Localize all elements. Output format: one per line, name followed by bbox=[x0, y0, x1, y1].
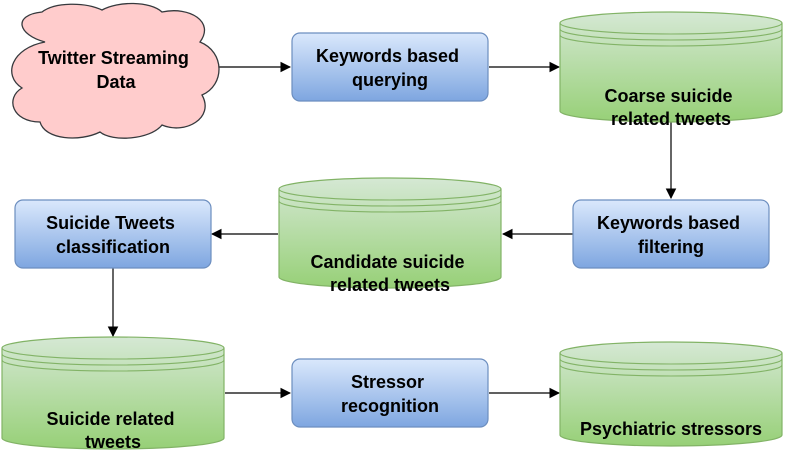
cylinder-top-rim bbox=[559, 22, 783, 35]
cylinder-ring bbox=[559, 358, 783, 371]
arrows bbox=[107, 61, 677, 399]
suicide-related-tweets-store: Suicide related tweets bbox=[1, 336, 225, 452]
cylinder-ring bbox=[278, 200, 502, 213]
cylinder-ring bbox=[559, 28, 783, 41]
cylinder-body bbox=[559, 11, 783, 123]
cylinder-top-rim bbox=[278, 188, 502, 201]
candidate-label: Candidate suicide related tweets bbox=[310, 252, 469, 295]
coarse-label: Coarse suicide related tweets bbox=[604, 86, 737, 129]
cylinder-ring bbox=[559, 364, 783, 377]
stressor-label: Stressor recognition bbox=[341, 372, 439, 416]
keywords-querying-box: Keywords based querying bbox=[291, 32, 489, 102]
keywords-filtering-label: Keywords based filtering bbox=[597, 213, 745, 257]
cylinder-ring bbox=[1, 359, 225, 372]
cylinder-top-rim bbox=[1, 347, 225, 360]
suicide-tweets-classification-box: Suicide Tweets classification bbox=[14, 199, 212, 269]
cylinder-top-rim bbox=[559, 352, 783, 365]
psychiatric-label: Psychiatric stressors bbox=[580, 419, 762, 439]
cylinder-body bbox=[1, 336, 225, 450]
cylinder-ring bbox=[278, 194, 502, 207]
cloud-shape bbox=[11, 2, 220, 139]
classification-label: Suicide Tweets classification bbox=[46, 213, 180, 257]
twitter-streaming-cloud: Twitter Streaming Data bbox=[11, 2, 220, 139]
psychiatric-stressors-store: Psychiatric stressors bbox=[559, 341, 783, 447]
suicide-related-label: Suicide related tweets bbox=[46, 409, 179, 452]
keywords-querying-label: Keywords based querying bbox=[316, 46, 464, 90]
keywords-filtering-box: Keywords based filtering bbox=[572, 199, 770, 269]
coarse-tweets-store: Coarse suicide related tweets bbox=[559, 11, 783, 129]
cylinder-ring bbox=[1, 353, 225, 366]
candidate-tweets-store: Candidate suicide related tweets bbox=[278, 177, 502, 295]
twitter-label: Twitter Streaming Data bbox=[38, 48, 194, 92]
cylinder-body bbox=[559, 341, 783, 447]
stressor-recognition-box: Stressor recognition bbox=[291, 358, 489, 428]
cylinder-body bbox=[278, 177, 502, 289]
cylinder-ring bbox=[559, 34, 783, 47]
